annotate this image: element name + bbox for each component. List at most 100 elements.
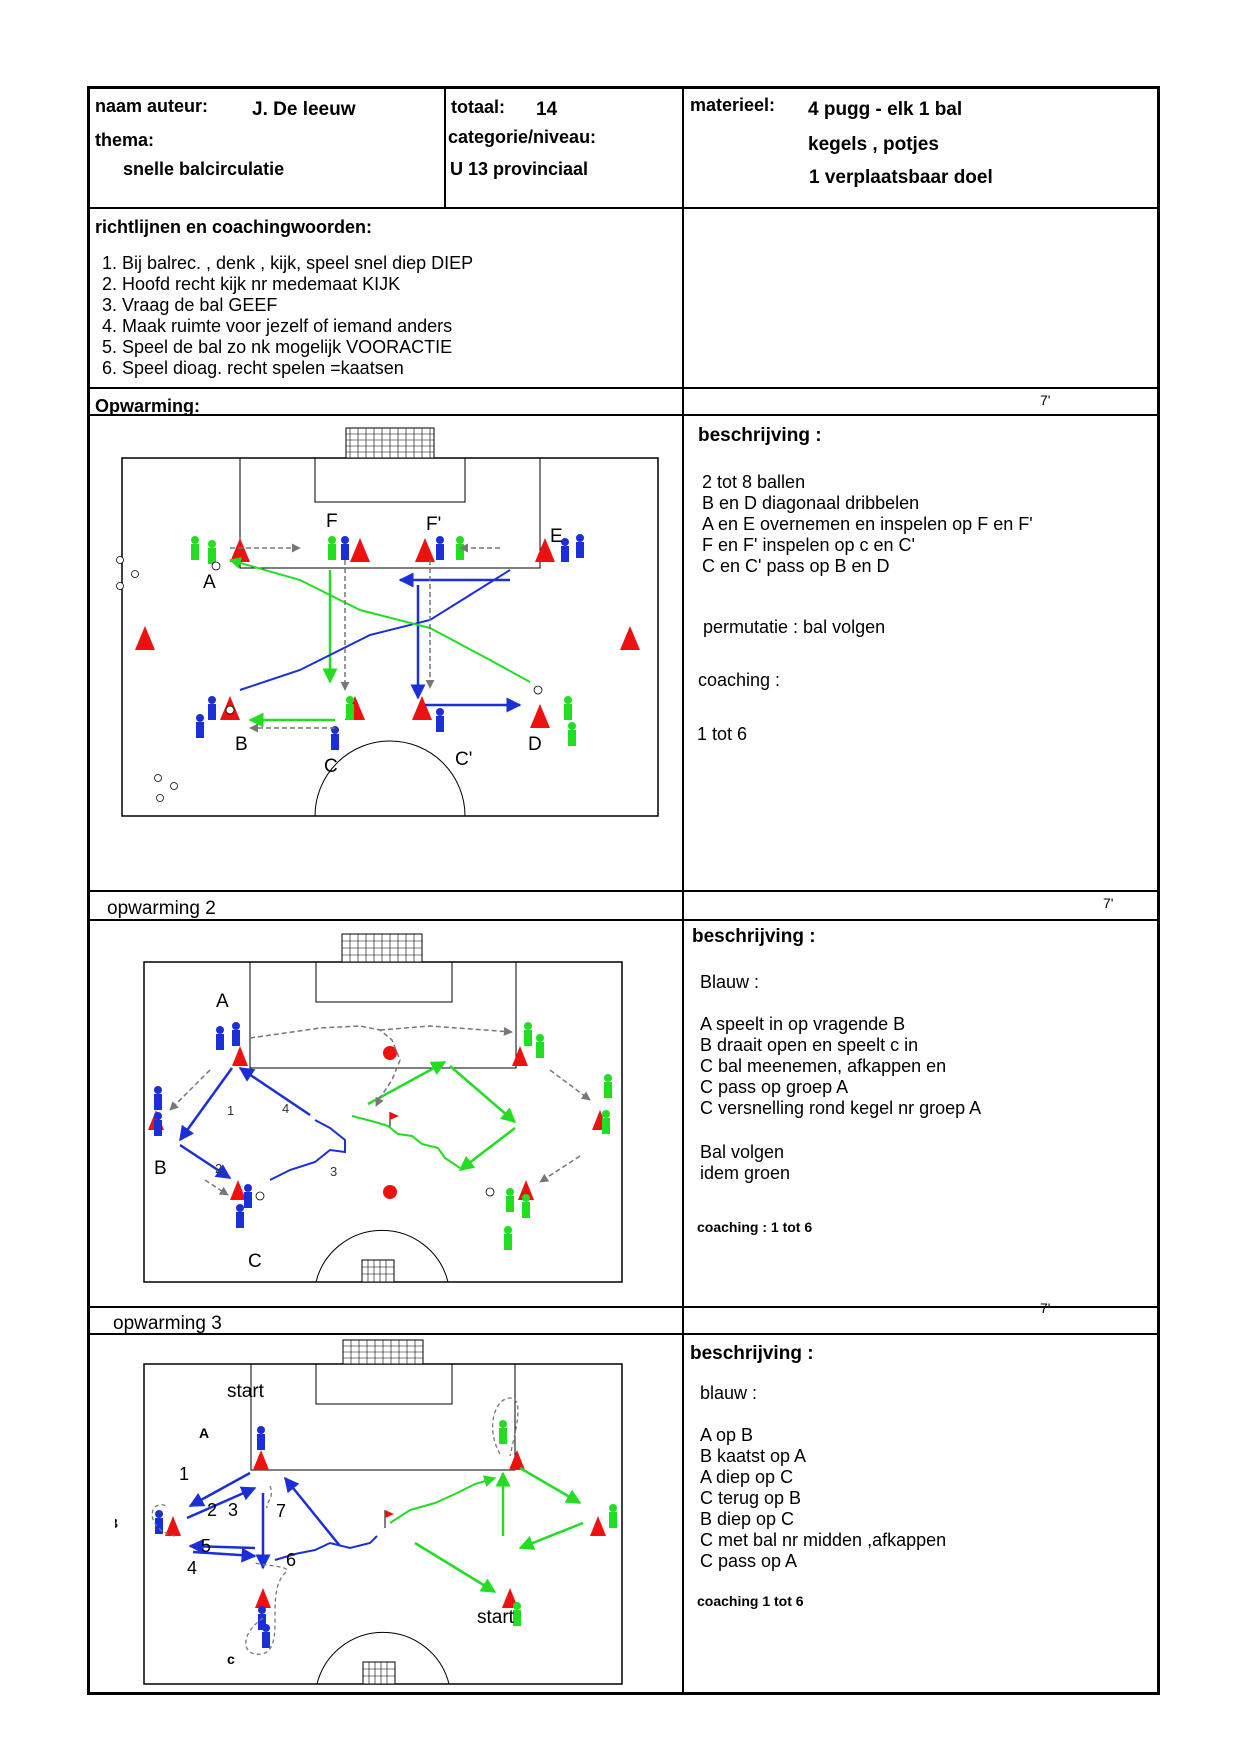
section-title: opwarming 2 <box>107 898 216 919</box>
list-item: F en F' inspelen op c en C' <box>702 535 915 555</box>
author-value: J. De leeuw <box>252 99 356 120</box>
theme-label: thema: <box>95 130 155 150</box>
row-divider <box>87 414 1160 416</box>
blue-players <box>155 1426 270 1648</box>
table-border-bottom <box>87 1692 1160 1695</box>
team-label: blauw : <box>700 1383 758 1403</box>
pass-arrow <box>458 1127 516 1171</box>
desc-list: A speelt in op vragende B B draait open … <box>700 1014 981 1119</box>
pass-arrow <box>179 1143 232 1180</box>
label-B: B <box>154 1158 167 1179</box>
pass-number: 2 <box>215 1161 222 1176</box>
label-A: A <box>216 991 229 1012</box>
pass-number: 3 <box>228 1500 238 1520</box>
goal-area <box>314 457 466 503</box>
col-divider <box>682 86 684 1694</box>
diagram-3: start start A B c 1 2 3 4 5 6 7 <box>115 1339 623 1685</box>
run-arrow <box>169 1069 211 1111</box>
list-item: A diep op C <box>700 1467 794 1487</box>
label-C: c <box>227 1651 235 1667</box>
green-players <box>504 1022 612 1250</box>
follow-list: Bal volgen idem groen <box>700 1142 790 1184</box>
desc-title: beschrijving : <box>698 425 822 446</box>
desc-list: A op B B kaatst op A A diep op C C terug… <box>700 1425 946 1572</box>
pass-number: 3 <box>330 1164 337 1179</box>
list-item: B kaatst op A <box>700 1446 807 1466</box>
goal-net-mesh <box>343 1340 423 1364</box>
goal-net-mesh <box>342 934 422 962</box>
row-divider <box>87 919 1160 921</box>
run-paths <box>151 1397 519 1655</box>
list-item: C terug op B <box>700 1488 802 1508</box>
label-C2: C' <box>455 749 472 770</box>
guidelines-title: richtlijnen en coachingwoorden: <box>95 217 373 237</box>
pass-number: 5 <box>201 1536 211 1556</box>
list-item: 5. Speel de bal zo nk mogelijk VOORACTIE <box>102 337 453 357</box>
label-B: B <box>235 734 248 755</box>
section-title: Opwarming: <box>95 396 201 416</box>
label-F2: F' <box>426 514 441 535</box>
pass-arrow <box>178 1067 234 1142</box>
pass-number: 1 <box>179 1464 189 1484</box>
coaching-text: coaching 1 tot 6 <box>697 1593 804 1609</box>
list-item: B diep op C <box>700 1509 795 1529</box>
coaching-text: coaching : 1 tot 6 <box>697 1219 813 1235</box>
small-goal <box>361 1259 395 1283</box>
pass-arrow <box>238 1066 311 1117</box>
pass-number: 6 <box>286 1550 296 1570</box>
penalty-area <box>250 1363 516 1471</box>
list-item: 6. Speel dioag. recht spelen =kaatsen <box>102 358 404 378</box>
flag-icon <box>390 1112 399 1120</box>
desc-list: 2 tot 8 ballen B en D diagonaal dribbele… <box>702 472 1033 577</box>
label-D: D <box>528 734 542 755</box>
flag-icon <box>385 1510 394 1518</box>
dribble-path <box>351 1115 461 1169</box>
list-item: B en D diagonaal dribbelen <box>702 493 920 513</box>
dribble-path <box>228 557 531 683</box>
list-item: C en C' pass op B en D <box>702 556 890 576</box>
total-value: 14 <box>536 99 558 120</box>
pass-number: 4 <box>282 1101 289 1116</box>
row-divider <box>87 890 1160 892</box>
pass-number: 7 <box>276 1501 286 1521</box>
list-item: A en E overnemen en inspelen op F en F' <box>702 514 1033 534</box>
pass-arrow <box>192 1547 257 1563</box>
total-label: totaal: <box>451 97 505 117</box>
section-title: opwarming 3 <box>113 1313 222 1334</box>
marker-dot <box>383 1046 397 1060</box>
desc-title: beschrijving : <box>690 1343 814 1364</box>
list-item: B draait open en speelt c in <box>700 1035 919 1055</box>
penalty-area <box>239 457 541 569</box>
material-item: 1 verplaatsbaar doel <box>809 167 993 188</box>
label-E: E <box>550 526 563 547</box>
coaching-title: coaching : <box>698 670 781 690</box>
list-item: C pass op A <box>700 1551 798 1571</box>
row-divider <box>87 1306 1160 1308</box>
label-start: start <box>227 1381 265 1402</box>
permutation-text: permutatie : bal volgen <box>703 617 886 637</box>
label-C: C <box>324 756 338 777</box>
list-item: C versnelling rond kegel nr groep A <box>700 1098 982 1118</box>
list-item: 3. Vraag de bal GEEF <box>102 295 278 315</box>
section-time: 7' <box>1040 1300 1051 1316</box>
row-divider <box>87 207 1160 209</box>
pass-arrow <box>284 1476 341 1547</box>
dribble-path <box>389 1475 497 1524</box>
pass-arrow <box>188 1471 251 1508</box>
section-time: 7' <box>1103 895 1114 911</box>
pass-arrow <box>188 1538 256 1554</box>
category-label: categorie/niveau: <box>448 127 597 147</box>
balls <box>116 556 543 802</box>
list-item: A speelt in op vragende B <box>700 1014 906 1034</box>
goal-net-mesh <box>346 428 434 458</box>
blue-players <box>154 1022 252 1228</box>
penalty-area <box>249 961 517 1069</box>
section-time: 7' <box>1040 392 1051 408</box>
list-item: 2. Hoofd recht kijk nr medemaat KIJK <box>102 274 401 294</box>
label-F: F <box>326 511 338 532</box>
run-arrow <box>204 1179 229 1196</box>
center-circle <box>314 740 466 817</box>
balls <box>255 1187 495 1201</box>
pass-number: 4 <box>187 1558 197 1578</box>
label-C: C <box>248 1251 262 1272</box>
